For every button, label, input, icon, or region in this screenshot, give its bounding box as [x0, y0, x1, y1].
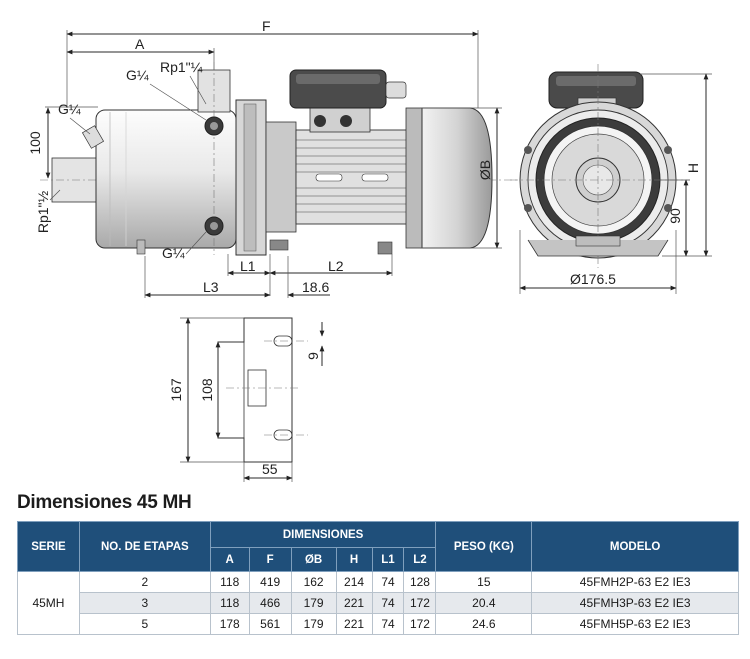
table-row: 3 118 466 179 221 74 172 20.4 45FMH3P-63…	[18, 592, 739, 614]
dim-label-G-top: G¼	[126, 67, 149, 83]
cell-peso: 24.6	[435, 613, 533, 635]
cell-modelo: 45FMH3P-63 E2 IE3	[531, 592, 739, 614]
cell-H: 214	[335, 571, 373, 593]
dim-label-A: A	[135, 36, 145, 52]
dim-label-100: 100	[27, 131, 43, 155]
dim-label-Rp-left: Rp1"½	[35, 191, 51, 234]
pump-side-view: F A	[27, 18, 560, 298]
table-title: Dimensiones 45 MH	[17, 492, 192, 513]
dim-label-L1: L1	[240, 258, 256, 274]
dim-label-H: H	[685, 163, 701, 173]
header-peso: PESO (KG)	[435, 521, 533, 572]
dim-label-G-bottom: G¼	[162, 245, 185, 261]
cell-etapas: 2	[78, 571, 211, 593]
cell-F: 419	[248, 571, 292, 593]
pump-technical-drawing: F A	[27, 18, 712, 482]
dim-label-90: 90	[667, 208, 683, 224]
cell-modelo: 45FMH2P-63 E2 IE3	[531, 571, 739, 593]
dim-label-Rp-top: Rp1"¼	[160, 59, 203, 75]
cell-peso: 20.4	[435, 592, 533, 614]
cell-serie: 45MH	[17, 571, 80, 635]
dim-label-L3: L3	[203, 279, 219, 295]
header-etapas: NO. DE ETAPAS	[78, 521, 211, 572]
dim-label-L2: L2	[328, 258, 344, 274]
cell-H: 221	[335, 613, 373, 635]
dim-label-55: 55	[262, 461, 278, 477]
cell-peso: 15	[435, 571, 533, 593]
cell-etapas: 3	[78, 592, 211, 614]
base-plate-view: 167 108 9 55	[168, 317, 325, 482]
cell-A: 118	[209, 592, 250, 614]
dim-label-167: 167	[168, 378, 184, 402]
table-row: 5 178 561 179 221 74 172 24.6 45FMH5P-63…	[18, 613, 739, 635]
dim-label-108: 108	[199, 378, 215, 402]
cell-L2: 172	[403, 613, 437, 635]
cell-A: 118	[209, 571, 250, 593]
cell-L2: 172	[403, 592, 437, 614]
cell-L2: 128	[403, 571, 437, 593]
header-L2: L2	[403, 547, 437, 572]
dim-label-176-5: Ø176.5	[570, 271, 616, 287]
dim-label-phiB: ØB	[477, 160, 493, 180]
cell-L1: 74	[371, 571, 405, 593]
cell-L1: 74	[371, 592, 405, 614]
header-phiB: ØB	[290, 547, 337, 572]
cell-phiB: 179	[290, 592, 337, 614]
dim-label-9: 9	[305, 352, 321, 360]
cell-L1: 74	[371, 613, 405, 635]
cell-A: 178	[209, 613, 250, 635]
header-H: H	[335, 547, 373, 572]
dimensions-table: SERIE NO. DE ETAPAS DIMENSIONES PESO (KG…	[17, 521, 739, 635]
header-dimensiones: DIMENSIONES	[209, 521, 437, 548]
table-row: 45MH 2 118 419 162 214 74 128 15 45FMH2P…	[17, 571, 739, 635]
cell-H: 221	[335, 592, 373, 614]
cell-etapas: 5	[78, 613, 211, 635]
dim-label-18-6: 18.6	[302, 279, 329, 295]
cell-F: 561	[248, 613, 292, 635]
cell-phiB: 162	[290, 571, 337, 593]
pump-front-view: H 90 Ø176.5	[510, 64, 712, 294]
header-L1: L1	[371, 547, 405, 572]
header-F: F	[248, 547, 292, 572]
cell-modelo: 45FMH5P-63 E2 IE3	[531, 613, 739, 635]
dim-label-F: F	[262, 18, 271, 34]
dim-label-G-left: G¼	[58, 101, 81, 117]
header-A: A	[209, 547, 250, 572]
header-serie: SERIE	[17, 521, 80, 572]
cell-F: 466	[248, 592, 292, 614]
cell-phiB: 179	[290, 613, 337, 635]
header-modelo: MODELO	[531, 521, 739, 572]
